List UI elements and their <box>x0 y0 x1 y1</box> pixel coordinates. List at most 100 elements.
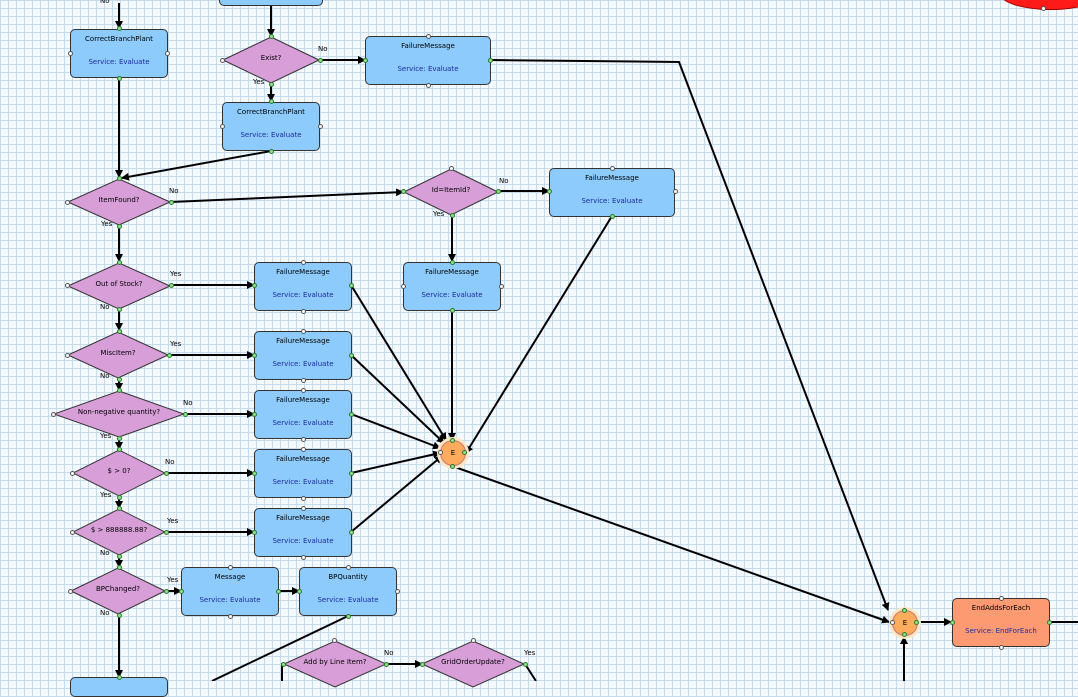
connection-port[interactable] <box>168 282 174 288</box>
connection-port[interactable] <box>300 436 306 442</box>
connection-port[interactable] <box>400 283 406 289</box>
connection-port[interactable] <box>280 661 286 667</box>
connection-port[interactable] <box>470 637 476 643</box>
connection-port[interactable] <box>913 619 919 625</box>
connection-port[interactable] <box>50 411 56 417</box>
connection-port[interactable] <box>116 564 122 570</box>
connection-port[interactable] <box>449 463 455 469</box>
connection-port[interactable] <box>495 188 501 194</box>
connection-port[interactable] <box>251 352 257 358</box>
connection-port[interactable] <box>251 470 257 476</box>
connection-port[interactable] <box>69 529 75 535</box>
connection-port[interactable] <box>348 282 354 288</box>
connection-port[interactable] <box>300 308 306 314</box>
connection-port[interactable] <box>64 199 70 205</box>
connection-port[interactable] <box>182 411 188 417</box>
connection-port[interactable] <box>449 259 455 265</box>
decision-exist[interactable]: Exist? <box>222 36 320 84</box>
connection-port[interactable] <box>498 283 504 289</box>
connection-port[interactable] <box>345 613 351 619</box>
connection-port[interactable] <box>437 449 443 455</box>
connection-port[interactable] <box>300 554 306 560</box>
decision-non-negative[interactable]: Non-negative quantity? <box>53 390 185 438</box>
connection-port[interactable] <box>268 33 274 39</box>
connection-port[interactable] <box>383 661 389 667</box>
connection-port[interactable] <box>348 529 354 535</box>
failure-message-id[interactable]: FailureMessage Service: Evaluate <box>549 168 675 217</box>
connection-port[interactable] <box>998 595 1004 601</box>
connection-port[interactable] <box>998 644 1004 650</box>
connection-port[interactable] <box>275 588 281 594</box>
connection-port[interactable] <box>419 661 425 667</box>
connection-port[interactable] <box>251 411 257 417</box>
connection-port[interactable] <box>296 588 302 594</box>
connection-port[interactable] <box>116 494 122 500</box>
connection-port[interactable] <box>251 529 257 535</box>
connection-port[interactable] <box>300 495 306 501</box>
connection-port[interactable] <box>163 588 169 594</box>
connection-port[interactable] <box>1040 5 1046 11</box>
connection-port[interactable] <box>300 377 306 383</box>
connection-port[interactable] <box>116 259 122 265</box>
connection-port[interactable] <box>227 613 233 619</box>
failure-message-gt0[interactable]: FailureMessage Service: Evaluate <box>254 449 352 498</box>
end-adds-for-each[interactable]: EndAddsForEach Service: EndForEach <box>952 598 1050 647</box>
connection-port[interactable] <box>116 306 122 312</box>
connection-port[interactable] <box>1046 619 1052 625</box>
connection-port[interactable] <box>268 98 274 104</box>
connection-port[interactable] <box>487 57 493 63</box>
decision-out-of-stock[interactable]: Out of Stock? <box>67 262 171 310</box>
connection-port[interactable] <box>425 33 431 39</box>
connection-port[interactable] <box>425 82 431 88</box>
connection-port[interactable] <box>348 411 354 417</box>
connection-port[interactable] <box>164 50 170 56</box>
partial-box-bottom-left[interactable] <box>70 677 168 697</box>
connection-port[interactable] <box>67 588 73 594</box>
failure-message-id-yes[interactable]: FailureMessage Service: Evaluate <box>403 262 501 311</box>
connection-port[interactable] <box>64 352 70 358</box>
connection-port[interactable] <box>116 505 122 511</box>
failure-message-nonneg[interactable]: FailureMessage Service: Evaluate <box>254 390 352 439</box>
connection-port[interactable] <box>300 505 306 511</box>
connection-port[interactable] <box>345 564 351 570</box>
connection-port[interactable] <box>116 435 122 441</box>
connection-port[interactable] <box>546 188 552 194</box>
decision-misc-item[interactable]: MiscItem? <box>67 331 169 379</box>
connection-port[interactable] <box>166 352 172 358</box>
connection-port[interactable] <box>163 529 169 535</box>
failure-message-exist[interactable]: FailureMessage Service: Evaluate <box>365 36 491 85</box>
connection-port[interactable] <box>889 619 895 625</box>
connection-port[interactable] <box>116 553 122 559</box>
connection-port[interactable] <box>300 259 306 265</box>
connection-port[interactable] <box>116 223 122 229</box>
connection-port[interactable] <box>300 446 306 452</box>
connection-port[interactable] <box>116 75 122 81</box>
connection-port[interactable] <box>609 213 615 219</box>
correct-branch-plant-2[interactable]: CorrectBranchPlant Service: Evaluate <box>222 102 320 151</box>
connection-port[interactable] <box>168 199 174 205</box>
connection-port[interactable] <box>64 282 70 288</box>
connection-port[interactable] <box>300 328 306 334</box>
failure-message-misc[interactable]: FailureMessage Service: Evaluate <box>254 331 352 380</box>
connection-port[interactable] <box>400 188 406 194</box>
decision-id-check[interactable]: Id=ItemId? <box>403 168 499 216</box>
connection-port[interactable] <box>449 212 455 218</box>
connection-port[interactable] <box>219 57 225 63</box>
decision-item-found[interactable]: ItemFound? <box>67 178 171 226</box>
failure-message-max[interactable]: FailureMessage Service: Evaluate <box>254 508 352 557</box>
connection-port[interactable] <box>116 446 122 452</box>
connection-port[interactable] <box>178 588 184 594</box>
message-node[interactable]: Message Service: Evaluate <box>181 567 279 616</box>
connection-port[interactable] <box>300 387 306 393</box>
failure-message-stock[interactable]: FailureMessage Service: Evaluate <box>254 262 352 311</box>
bp-quantity-node[interactable]: BPQuantity Service: Evaluate <box>299 567 397 616</box>
connection-port[interactable] <box>331 637 337 643</box>
connection-port[interactable] <box>268 81 274 87</box>
connection-port[interactable] <box>116 376 122 382</box>
connection-port[interactable] <box>116 387 122 393</box>
connection-port[interactable] <box>317 57 323 63</box>
connection-port[interactable] <box>116 674 122 680</box>
connection-port[interactable] <box>522 661 528 667</box>
connection-port[interactable] <box>163 470 169 476</box>
connection-port[interactable] <box>461 449 467 455</box>
